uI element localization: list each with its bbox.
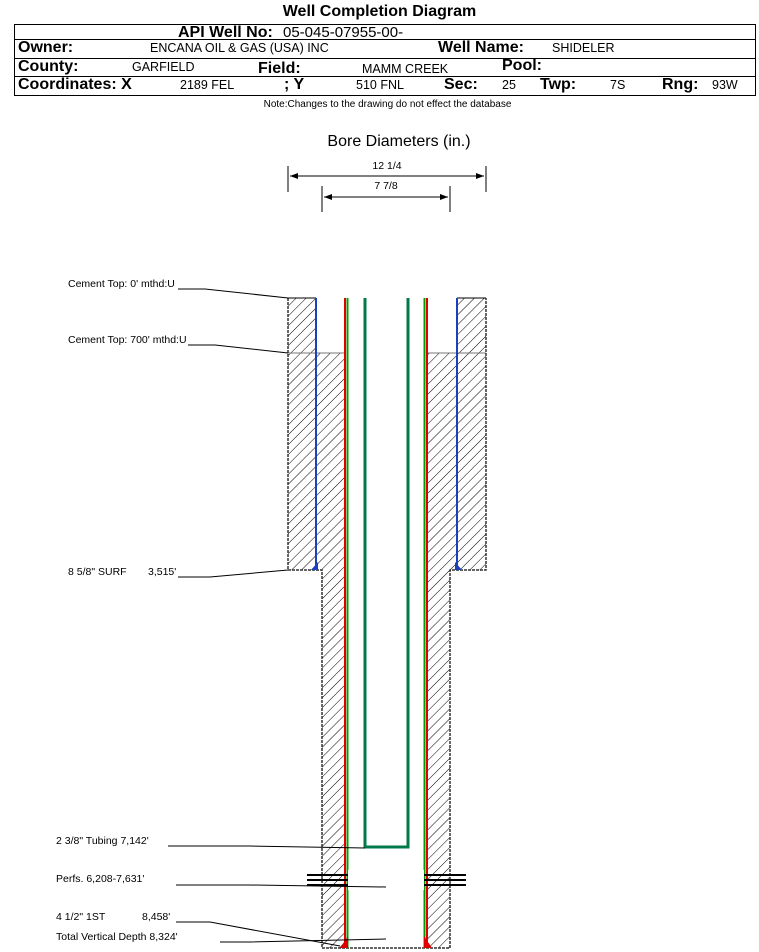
rng-value: 93W [712,78,738,92]
bore-inner-diameter: 7 7/8 [374,180,398,192]
well-name-label: Well Name: [438,39,524,56]
sec-value: 25 [502,78,516,92]
surface-casing [315,298,458,567]
twp-label: Twp: [540,76,577,93]
tvd-label: Total Vertical Depth 8,324' [56,931,178,943]
coord-y-label: ; Y [284,76,305,93]
rng-label: Rng: [662,76,699,93]
county-value: GARFIELD [132,60,195,74]
surface-casing-label: 8 5/8" SURF [68,566,127,578]
bore-outer-diameter: 12 1/4 [372,160,402,172]
production-casing-shoe [340,936,432,948]
cement-top-label-1: Cement Top: 0' mthd:U [68,278,175,290]
cement-top-label-2: Cement Top: 700' mthd:U [68,334,187,346]
production-casing-label: 4 1/2" 1ST [56,911,106,923]
production-casing [344,298,428,948]
page-title: Well Completion Diagram [282,3,477,20]
production-casing-depth: 8,458' [142,911,171,923]
header-table [14,24,756,96]
well-name-value: SHIDELER [552,41,615,55]
tubing-label: 2 3/8" Tubing 7,142' [56,835,149,847]
borehole-outline [287,298,487,949]
coord-x-label: Coordinates: X [18,76,132,93]
surface-casing-depth: 3,515' [148,566,177,578]
county-label: County: [18,58,79,75]
api-label: API Well No: [178,24,273,41]
owner-value: ENCANA OIL & GAS (USA) INC [150,41,329,55]
coord-y-value: 510 FNL [356,78,404,92]
sec-label: Sec: [444,76,478,93]
leader-lines [168,288,387,947]
note: Note:Changes to the drawing do not effec… [263,99,512,110]
perfs-label: Perfs. 6,208-7,631' [56,873,145,885]
bore-title: Bore Diameters (in.) [327,133,471,150]
dimension-lines [287,166,487,212]
field-value: MAMM CREEK [362,62,449,76]
tubing [363,298,410,849]
coord-x-value: 2189 FEL [180,78,235,92]
field-label: Field: [258,60,301,77]
owner-label: Owner: [18,39,74,56]
twp-value: 7S [610,78,626,92]
api-value: 05-045-07955-00- [283,24,404,41]
pool-label: Pool: [502,57,542,74]
